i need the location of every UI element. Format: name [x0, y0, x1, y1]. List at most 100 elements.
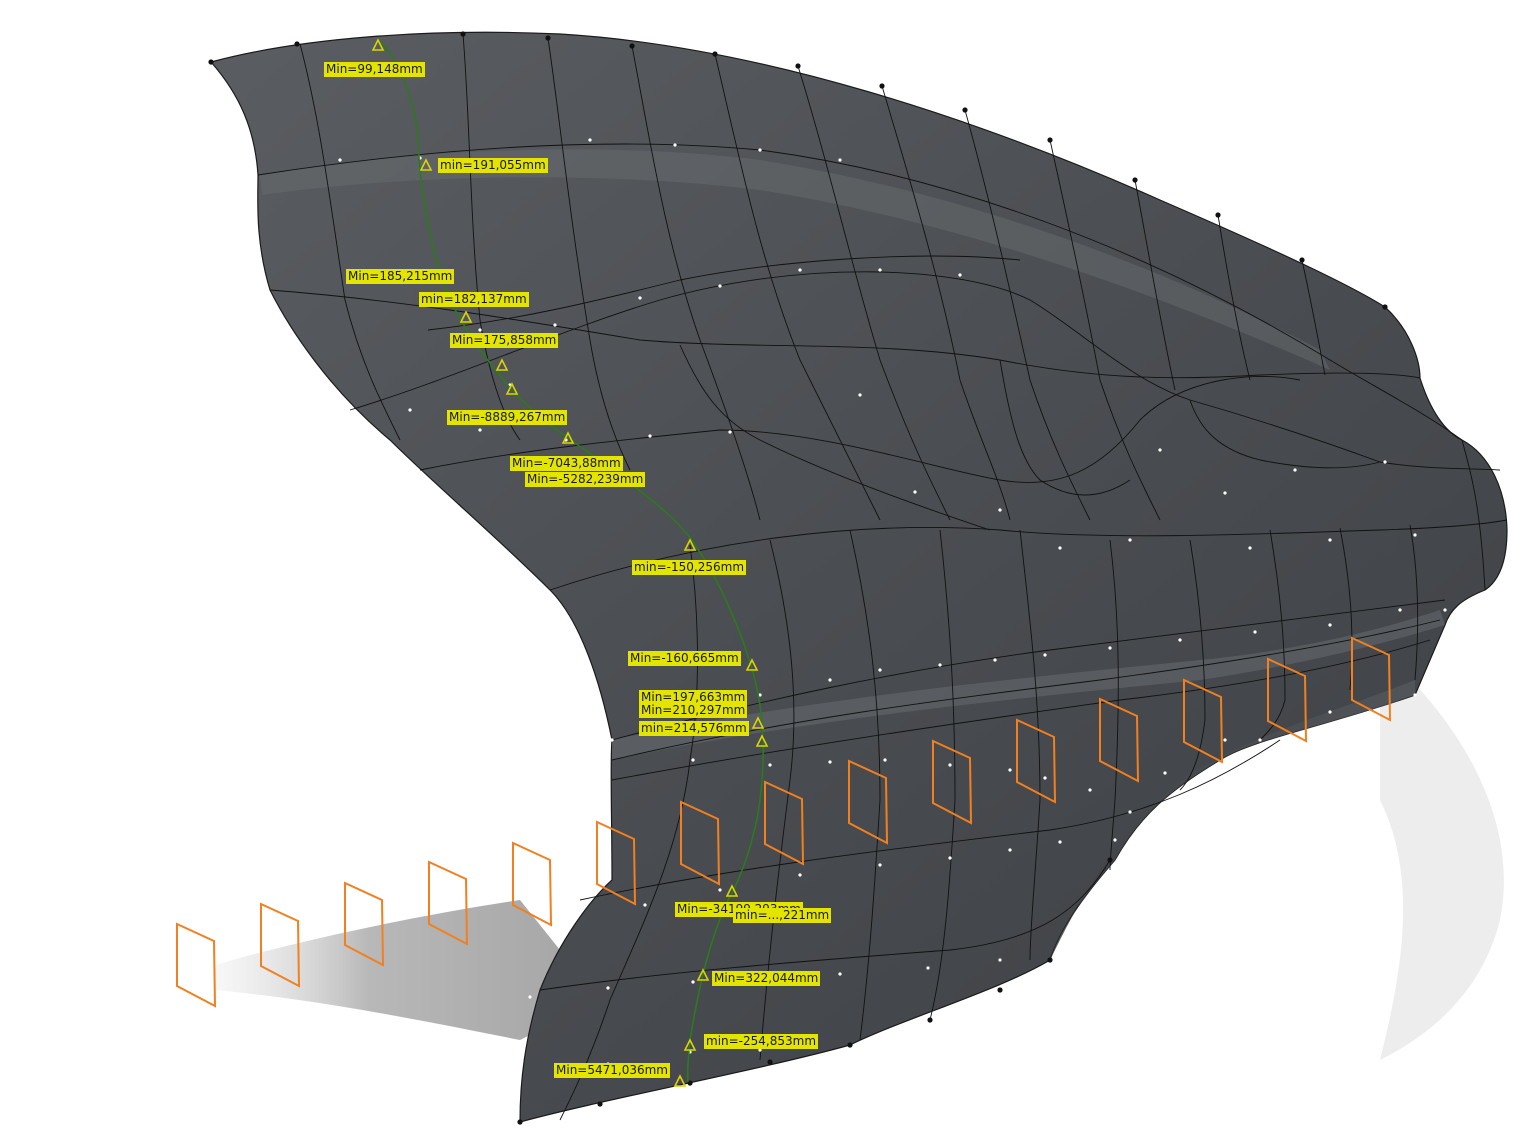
mesh-vertex	[993, 658, 997, 662]
section-plane[interactable]	[1183, 678, 1224, 764]
section-plane[interactable]	[512, 841, 553, 927]
isoline	[1019, 529, 1041, 961]
isoline	[257, 143, 1463, 441]
curvature-marker-icon	[505, 382, 519, 395]
isoline	[349, 271, 1501, 471]
control-point[interactable]	[767, 1059, 773, 1065]
section-plane[interactable]	[260, 902, 301, 988]
measurement-label[interactable]: min=-150,256mm	[632, 560, 747, 575]
measurement-label[interactable]: min=191,055mm	[438, 158, 548, 173]
section-plane[interactable]	[1099, 697, 1140, 783]
section-plane[interactable]	[428, 860, 469, 946]
measurement-label[interactable]: min=182,137mm	[419, 292, 529, 307]
mesh-vertex	[1328, 538, 1332, 542]
measurement-label[interactable]: Min=99,148mm	[324, 62, 425, 77]
section-plane[interactable]	[932, 739, 973, 825]
control-point[interactable]	[1132, 177, 1138, 183]
mesh-vertex	[828, 760, 832, 764]
control-point[interactable]	[629, 43, 635, 49]
control-point[interactable]	[597, 1101, 603, 1107]
control-point[interactable]	[795, 63, 801, 69]
isoline	[427, 255, 1021, 331]
control-point[interactable]	[1382, 304, 1388, 310]
isoline	[539, 859, 1111, 991]
mesh-vertex	[606, 986, 610, 990]
section-plane[interactable]	[176, 922, 217, 1008]
mesh-vertex	[758, 148, 762, 152]
mesh-vertex	[718, 888, 722, 892]
section-plane[interactable]	[596, 820, 637, 906]
measurement-label[interactable]: min=...,221mm	[733, 908, 832, 923]
control-point[interactable]	[927, 1017, 933, 1023]
control-point[interactable]	[208, 59, 214, 65]
measurement-label[interactable]: Min=197,663mm	[639, 690, 748, 705]
measurement-label[interactable]: Min=-5282,239mm	[525, 472, 646, 487]
mesh-vertex	[1328, 623, 1332, 627]
control-point[interactable]	[294, 41, 300, 47]
measurement-label[interactable]: Min=210,297mm	[639, 703, 748, 718]
mesh-vertex	[1223, 738, 1227, 742]
section-plane[interactable]	[680, 800, 721, 886]
control-point[interactable]	[545, 35, 551, 41]
isoline	[1109, 539, 1119, 871]
mesh-vertex	[1043, 653, 1047, 657]
mesh-vertex	[588, 138, 592, 142]
mesh-vertex	[948, 856, 952, 860]
surface-highlight	[612, 610, 1445, 760]
isoline	[849, 529, 881, 1041]
mesh-vertex	[1113, 838, 1117, 842]
measurement-label[interactable]: Min=185,215mm	[346, 269, 455, 284]
isoline	[631, 45, 761, 521]
measurement-label[interactable]: Min=-8889,267mm	[447, 410, 568, 425]
section-plane[interactable]	[1267, 657, 1308, 743]
mesh-vertex	[878, 668, 882, 672]
mesh-vertex	[998, 958, 1002, 962]
curvature-marker-icon	[495, 358, 509, 371]
mesh-vertex	[1383, 460, 1387, 464]
section-plane[interactable]	[1016, 718, 1057, 804]
isoline	[881, 85, 1011, 521]
mesh-vertex	[1128, 538, 1132, 542]
control-point[interactable]	[460, 31, 466, 37]
measurement-label[interactable]: Min=322,044mm	[712, 971, 821, 986]
measurement-label[interactable]: Min=175,858mm	[450, 333, 559, 348]
control-point[interactable]	[1047, 137, 1053, 143]
curvature-marker-icon	[755, 734, 769, 747]
mesh-vertex	[673, 143, 677, 147]
surface-body[interactable]	[209, 31, 1508, 1123]
mesh-vertex	[528, 995, 532, 999]
measurement-label[interactable]: Min=-7043,88mm	[510, 456, 623, 471]
control-point[interactable]	[997, 987, 1003, 993]
isoline	[269, 289, 1421, 379]
measurement-label[interactable]: min=214,576mm	[639, 721, 749, 736]
isoline	[929, 529, 956, 1021]
mesh-vertex	[643, 903, 647, 907]
measurement-label[interactable]: Min=-160,665mm	[628, 651, 741, 666]
section-planes[interactable]	[176, 636, 1392, 1008]
curvature-marker-icon	[683, 538, 697, 551]
section-plane[interactable]	[1351, 636, 1392, 722]
control-point[interactable]	[847, 1042, 853, 1048]
section-plane[interactable]	[764, 780, 805, 866]
control-point[interactable]	[1215, 212, 1221, 218]
section-plane[interactable]	[848, 759, 889, 845]
control-point[interactable]	[962, 107, 968, 113]
control-point[interactable]	[1107, 857, 1113, 863]
control-point[interactable]	[879, 83, 885, 89]
measurement-label[interactable]: min=-254,853mm	[704, 1034, 819, 1049]
section-plane[interactable]	[344, 881, 385, 967]
control-point[interactable]	[1047, 957, 1053, 963]
mesh-vertex	[1043, 776, 1047, 780]
control-point[interactable]	[712, 51, 718, 57]
isoline	[299, 43, 401, 441]
mesh-vertex	[718, 284, 722, 288]
mesh-vertex	[1058, 840, 1062, 844]
measurement-label[interactable]: Min=5471,036mm	[554, 1063, 670, 1078]
isoline	[547, 37, 631, 471]
curvature-markers	[371, 38, 769, 1087]
control-point[interactable]	[517, 1119, 523, 1125]
mesh-vertex	[798, 268, 802, 272]
control-point[interactable]	[1299, 257, 1305, 263]
